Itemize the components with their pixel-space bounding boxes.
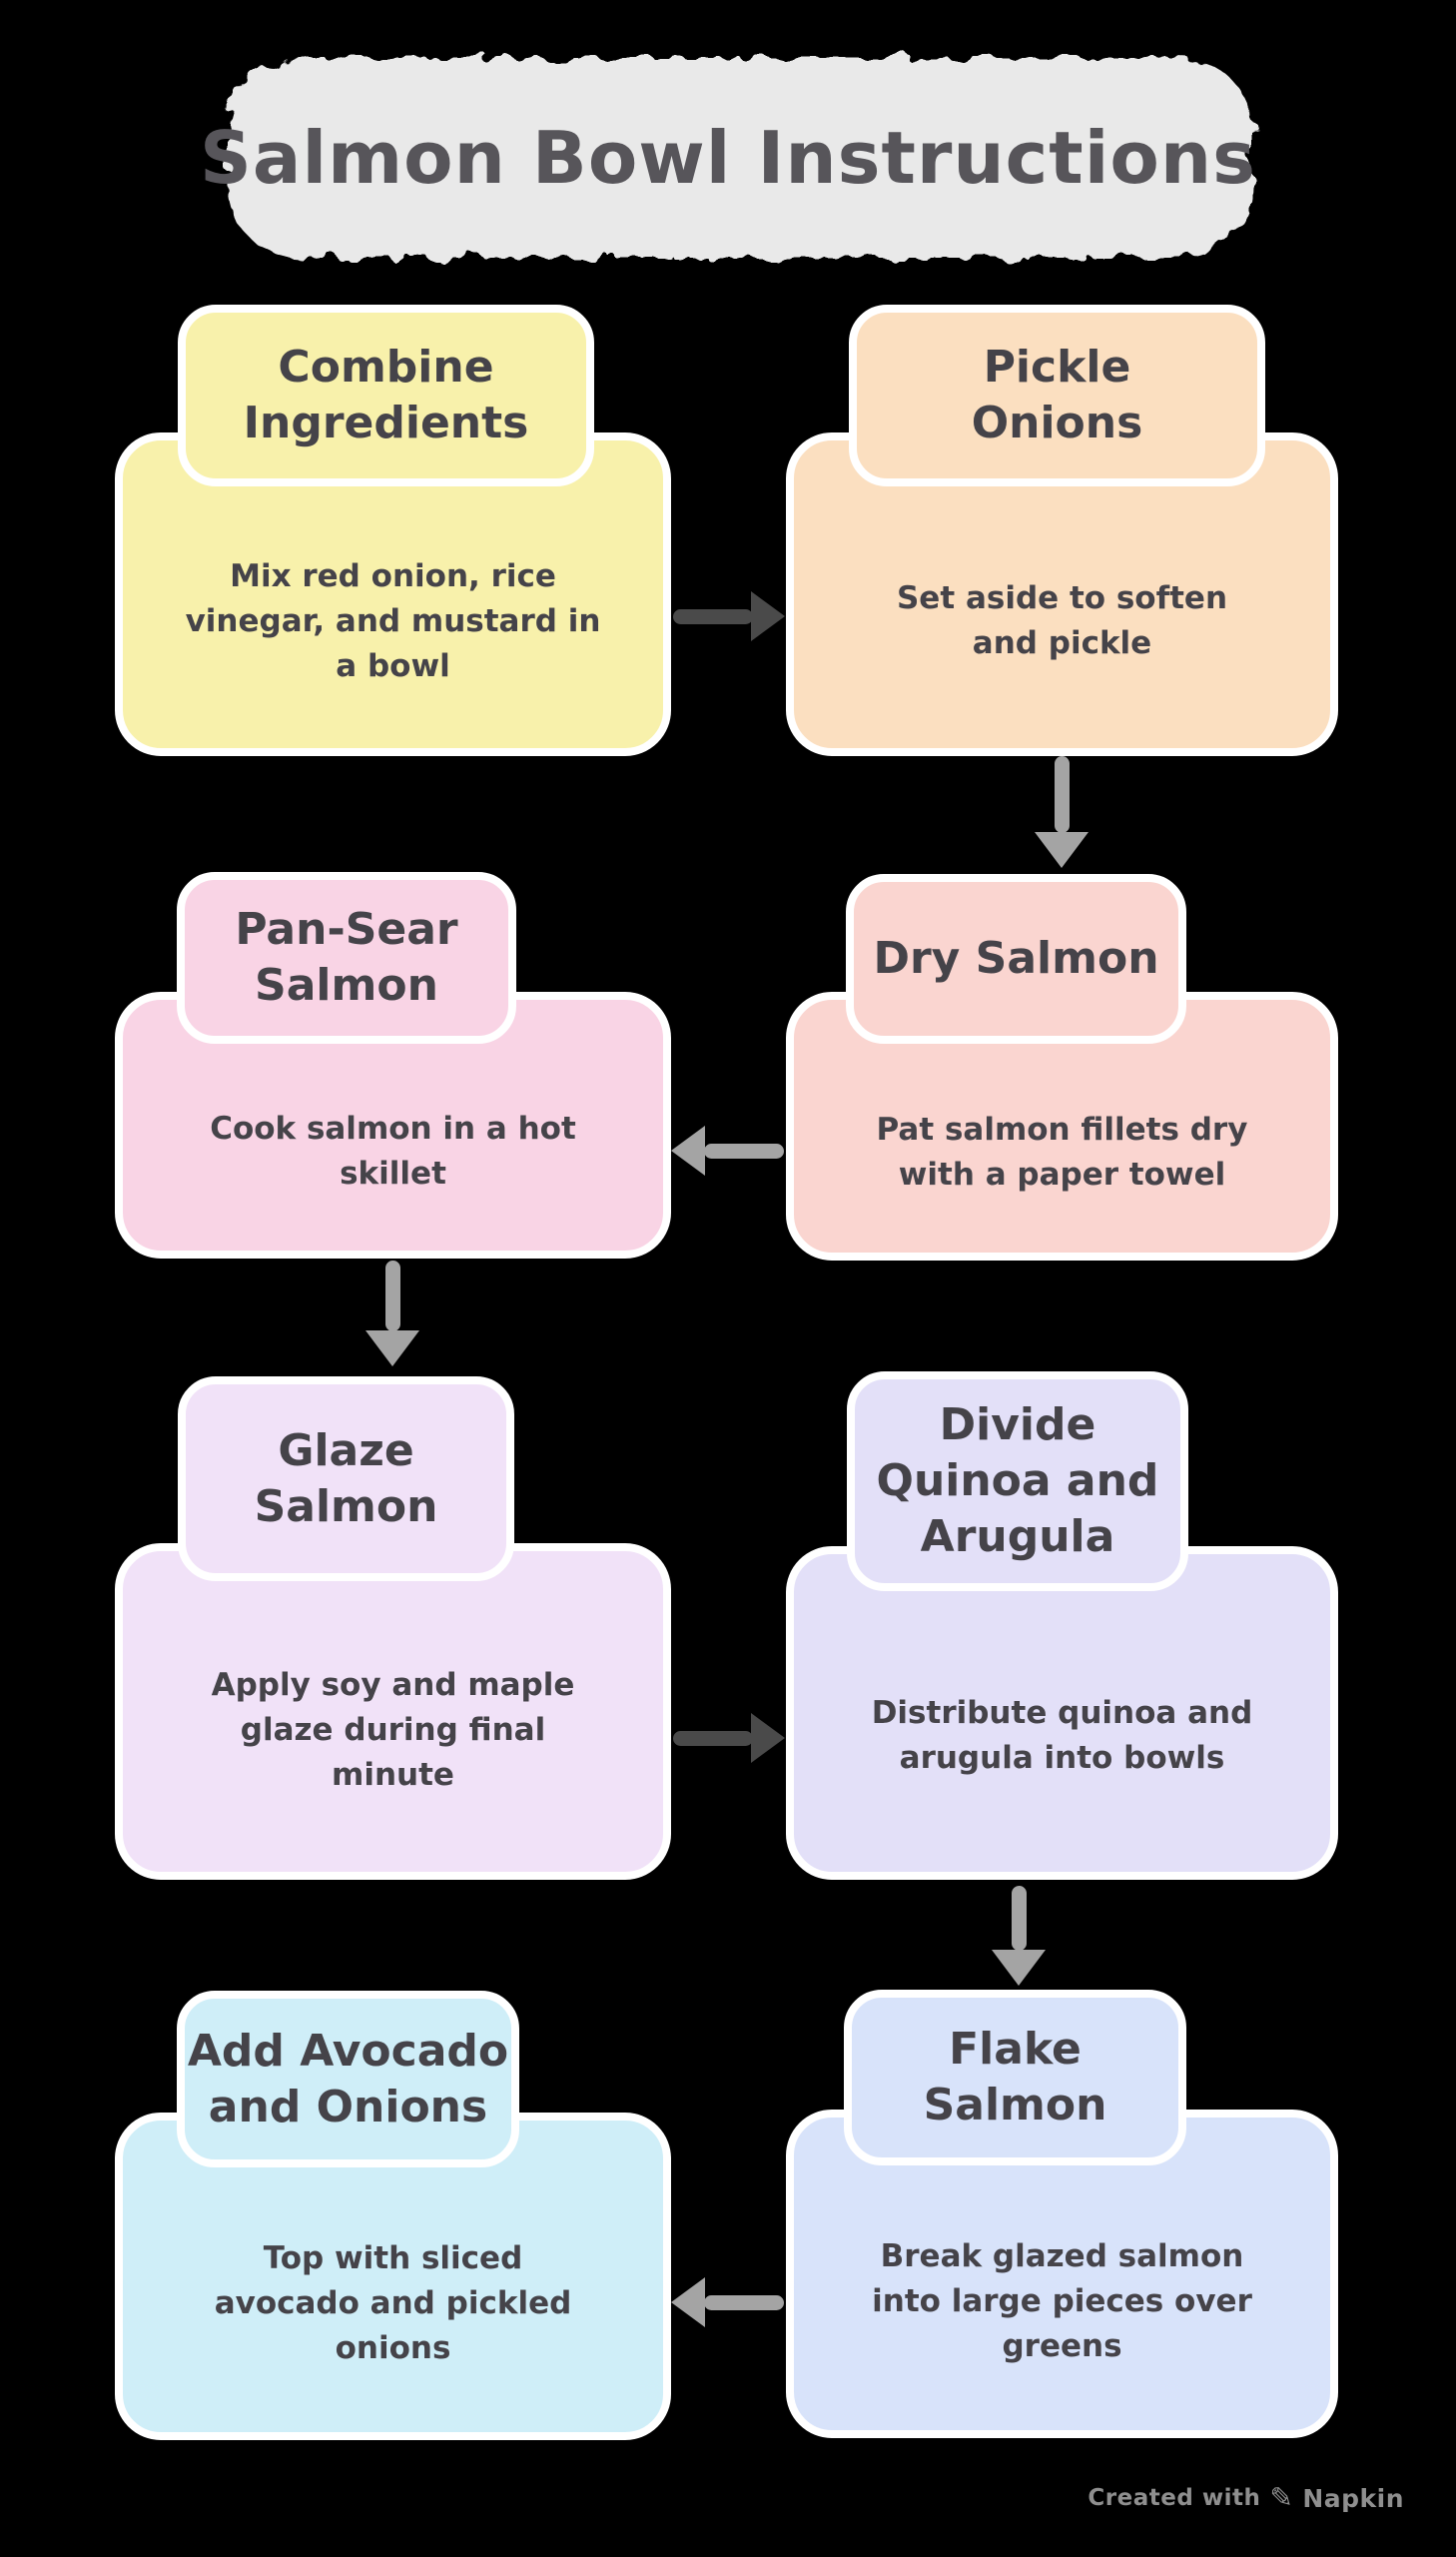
node-body (786, 432, 1338, 756)
node-title-tab: Pickle Onions (849, 305, 1265, 486)
arrow-pansear-to-glaze-down-icon (365, 1261, 419, 1366)
node-description: Pat salmon fillets dry with a paper towe… (876, 1111, 1248, 1193)
arrow-divide-to-flake-down-icon (992, 1886, 1046, 1986)
node-description: Distribute quinoa and arugula into bowls (871, 1694, 1253, 1776)
node-title: Add Avocado and Onions (187, 2025, 509, 2132)
pen-icon: ✎ (1269, 2481, 1294, 2514)
arrow-dry-to-pansear-left-icon (671, 1126, 786, 1176)
node-title: Combine Ingredients (243, 342, 529, 448)
node-title: Pan-Sear Salmon (235, 904, 458, 1011)
node-title-tab: Dry Salmon (846, 874, 1186, 1044)
node-description: Break glazed salmon into large pieces ov… (872, 2238, 1252, 2364)
node-description: Cook salmon in a hot skillet (210, 1110, 576, 1192)
arrow-glaze-to-divide-right-icon (671, 1713, 786, 1763)
node-title: Flake Salmon (923, 2024, 1107, 2131)
node-title-tab: Glaze Salmon (178, 1376, 514, 1581)
arrow-pickle-to-dry-down-icon (1035, 756, 1089, 868)
napkin-watermark[interactable]: Created with ✎ Napkin (1088, 2479, 1404, 2517)
node-title-tab: Combine Ingredients (178, 305, 594, 486)
watermark-brand: Napkin (1302, 2483, 1404, 2513)
page-title: Salmon Bowl Instructions (200, 116, 1256, 200)
node-body (115, 432, 671, 756)
node-title-tab: Divide Quinoa and Arugula (847, 1371, 1188, 1591)
arrow-combine-to-pickle-right-icon (671, 591, 786, 641)
node-title-tab: Add Avocado and Onions (177, 1991, 519, 2167)
watermark-prefix: Created with (1088, 2485, 1261, 2511)
node-title: Dry Salmon (873, 933, 1159, 984)
node-title: Pickle Onions (971, 342, 1143, 448)
node-description: Mix red onion, rice vinegar, and mustard… (185, 557, 601, 684)
node-description: Top with sliced avocado and pickled onio… (214, 2240, 572, 2366)
node-title-tab: Flake Salmon (844, 1990, 1186, 2165)
arrow-flake-to-avocado-left-icon (671, 2277, 786, 2327)
node-title: Divide Quinoa and Arugula (876, 1399, 1159, 1562)
node-title-tab: Pan-Sear Salmon (177, 872, 516, 1044)
node-description: Set aside to soften and pickle (896, 580, 1228, 661)
node-description: Apply soy and maple glaze during final m… (211, 1667, 575, 1793)
node-body (786, 1546, 1338, 1880)
title-blob (228, 58, 1252, 258)
node-title: Glaze Salmon (254, 1424, 438, 1532)
